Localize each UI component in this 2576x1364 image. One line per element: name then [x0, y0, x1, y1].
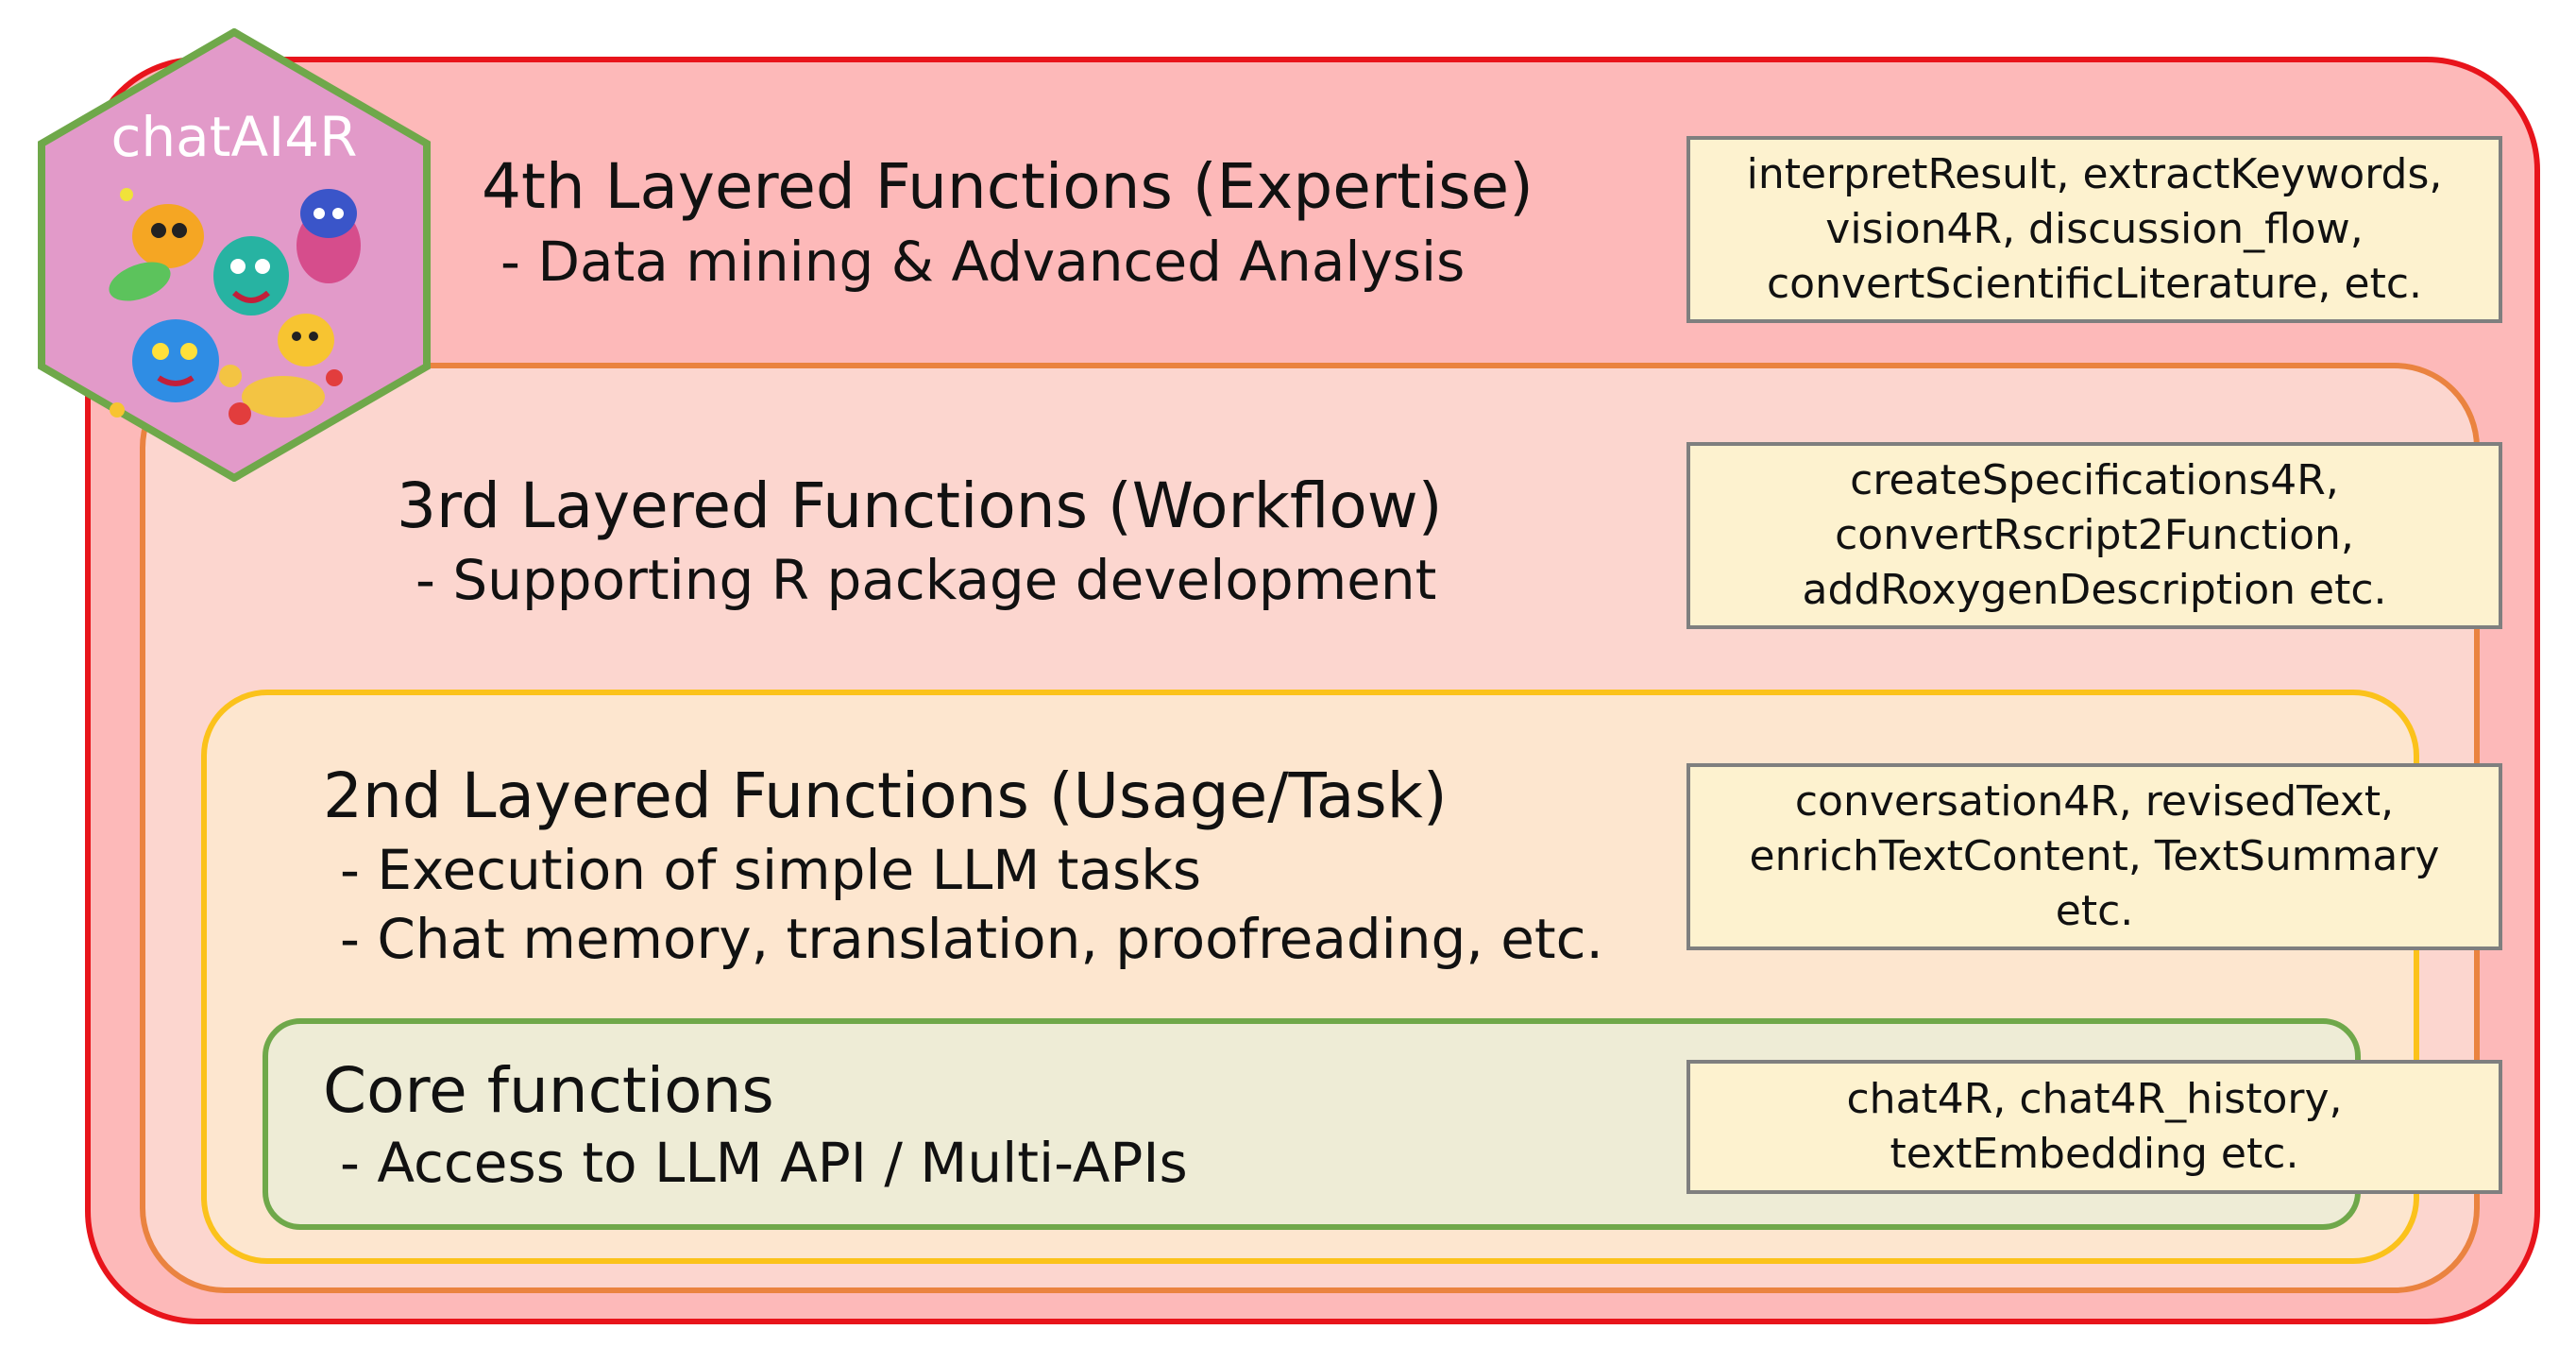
- function-list-line: convertScientificLiterature, etc.: [1766, 260, 2423, 308]
- layer-3-functions-box: createSpecifications4R, convertRscript2F…: [1686, 442, 2502, 629]
- core-layer-title: Core functions: [323, 1054, 774, 1127]
- function-list-line: addRoxygenDescription etc.: [1802, 566, 2387, 614]
- function-list-line: chat4R, chat4R_history,: [1846, 1075, 2343, 1123]
- layer-4-title: 4th Layered Functions (Expertise): [482, 150, 1534, 223]
- function-list-line: convertRscript2Function,: [1835, 511, 2354, 559]
- function-list-line: interpretResult, extractKeywords,: [1746, 150, 2443, 198]
- core-functions-box: chat4R, chat4R_history, textEmbedding et…: [1686, 1060, 2502, 1194]
- function-list-line: textEmbedding etc.: [1890, 1130, 2299, 1178]
- layer-4-description: - Data mining & Advanced Analysis: [500, 230, 1466, 294]
- layer-3-title: 3rd Layered Functions (Workflow): [397, 469, 1443, 542]
- core-layer-description: - Access to LLM API / Multi-APIs: [340, 1131, 1188, 1195]
- function-list-line: conversation4R, revisedText,: [1794, 777, 2395, 826]
- layer-2-functions-box: conversation4R, revisedText, enrichTextC…: [1686, 763, 2502, 950]
- function-list-line: etc.: [2055, 887, 2134, 935]
- chatai4r-logo: [38, 28, 431, 482]
- logo-text: chatAI4R: [110, 105, 358, 169]
- layer-2-description-2: - Chat memory, translation, proofreading…: [340, 907, 1603, 971]
- layer-2-description-1: - Execution of simple LLM tasks: [340, 838, 1202, 902]
- clay-creatures-illustration: [109, 188, 361, 425]
- layer-2-title: 2nd Layered Functions (Usage/Task): [323, 759, 1448, 832]
- function-list-line: createSpecifications4R,: [1850, 456, 2339, 504]
- layer-4-functions-box: interpretResult, extractKeywords, vision…: [1686, 136, 2502, 323]
- function-list-line: vision4R, discussion_flow,: [1825, 205, 2364, 253]
- layer-3-description: - Supporting R package development: [415, 548, 1437, 612]
- function-list-line: enrichTextContent, TextSummary: [1749, 832, 2440, 880]
